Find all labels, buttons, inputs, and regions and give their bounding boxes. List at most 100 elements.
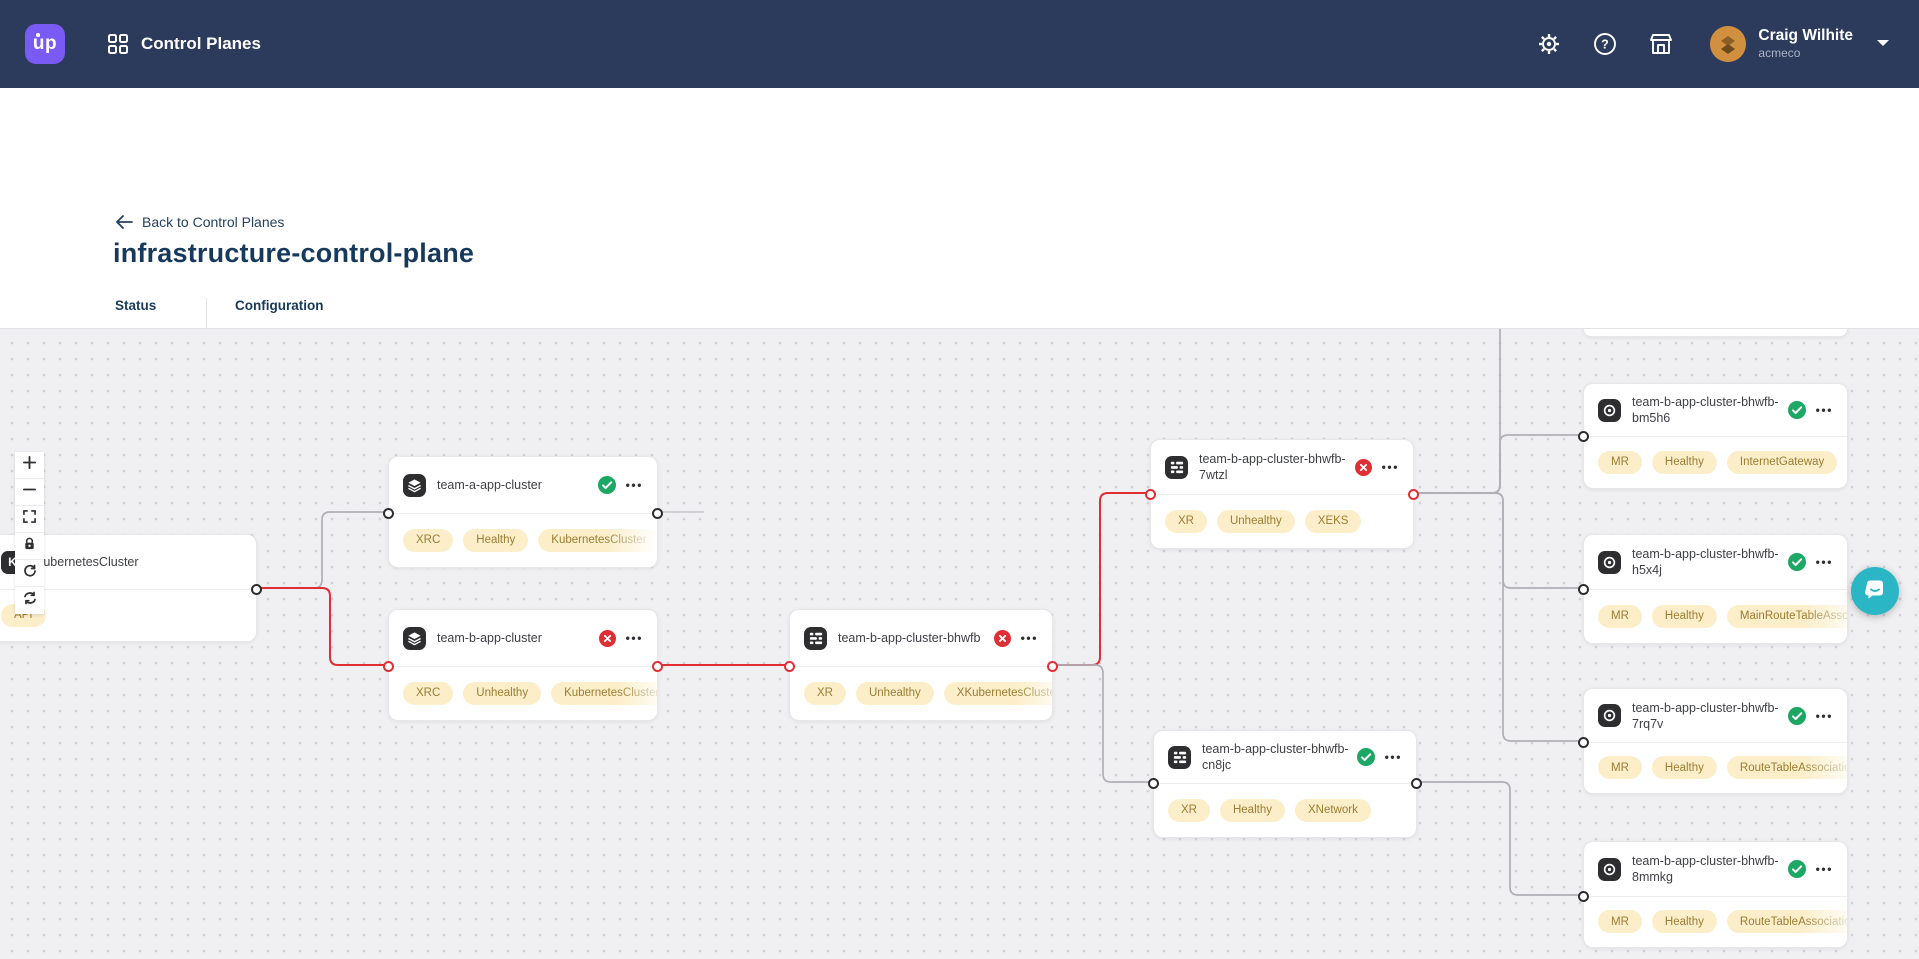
node-menu-button[interactable]: ••• xyxy=(1815,555,1833,569)
chat-bubble-icon xyxy=(1865,580,1883,599)
zoom-out-button[interactable] xyxy=(15,479,44,506)
zoom-in-button[interactable] xyxy=(15,452,44,479)
node-title: team-b-app-cluster-bhwfb-h5x4j xyxy=(1632,547,1779,577)
node-team-b-app-cluster-bhwfb[interactable]: team-b-app-cluster-bhwfb ••• XR Unhealthy XK… xyxy=(784,609,1058,721)
node-handle-right[interactable] xyxy=(1411,777,1422,789)
node-menu-button[interactable]: ••• xyxy=(1815,708,1833,723)
node-handle-left[interactable] xyxy=(784,660,795,672)
badge: MR xyxy=(1598,450,1642,474)
node-partially-visible[interactable] xyxy=(1583,329,1848,337)
health-error-icon xyxy=(598,629,616,647)
node-handle-left[interactable] xyxy=(1578,430,1589,442)
lock-icon xyxy=(23,537,36,555)
marketplace-icon[interactable] xyxy=(1648,31,1674,57)
badge: RouteTableAssociatio xyxy=(1726,756,1847,779)
back-link-label: Back to Control Planes xyxy=(142,214,285,230)
composite-resource-icon xyxy=(1165,455,1188,479)
badge: XNetwork xyxy=(1294,798,1371,822)
fit-view-icon xyxy=(23,510,36,528)
node-handle-right[interactable] xyxy=(251,583,262,595)
edge-7wtzl-to-h5x4j xyxy=(1414,492,1583,589)
composite-resource-icon xyxy=(1168,745,1191,769)
back-link[interactable]: Back to Control Planes xyxy=(115,214,284,230)
badge: RouteTableAssociatio xyxy=(1726,910,1847,933)
node-handle-left[interactable] xyxy=(1578,890,1589,902)
node-menu-button[interactable]: ••• xyxy=(1815,862,1833,876)
health-check-icon xyxy=(1787,401,1806,419)
node-menu-button[interactable]: ••• xyxy=(1815,403,1833,417)
user-menu[interactable]: Craig Wilhite acmeco xyxy=(1758,27,1853,61)
badge: Healthy xyxy=(1219,798,1285,822)
node-handle-left[interactable] xyxy=(1578,736,1589,748)
node-handle-left[interactable] xyxy=(383,660,394,672)
node-handle-right[interactable] xyxy=(1047,660,1058,672)
badge: XKubernetesCluster xyxy=(943,681,1052,705)
node-handle-right[interactable] xyxy=(1408,488,1419,500)
badge-row: XR Unhealthy XKubernetesCluster xyxy=(790,666,1052,720)
node-handle-left[interactable] xyxy=(1578,583,1589,595)
badge-row: MR Healthy MainRouteTableAssoc xyxy=(1584,589,1847,643)
node-title: team-b-app-cluster-bhwfb-7rq7v xyxy=(1632,700,1779,731)
app-switcher-grid-icon[interactable] xyxy=(107,33,129,55)
node-handle-left[interactable] xyxy=(383,507,394,519)
node-menu-button[interactable]: ••• xyxy=(1381,460,1399,474)
fit-view-button[interactable] xyxy=(15,506,44,533)
badge: MR xyxy=(1598,604,1642,628)
chat-launcher-button[interactable] xyxy=(1851,567,1899,615)
plus-icon xyxy=(23,456,36,474)
logo-dot xyxy=(36,33,40,37)
upbound-logo[interactable]: up xyxy=(25,24,65,64)
composite-resource-icon xyxy=(804,626,827,650)
badge: Healthy xyxy=(1651,604,1717,628)
badge: XR xyxy=(804,681,846,705)
node-menu-button[interactable]: ••• xyxy=(625,631,643,645)
badge: MainRouteTableAssoc xyxy=(1726,604,1847,628)
node-handle-right[interactable] xyxy=(652,660,663,672)
node-handle-left[interactable] xyxy=(1145,488,1156,500)
node-title: team-b-app-cluster-bhwfb xyxy=(838,631,981,645)
edge-bhwfb-to-7wtzl xyxy=(1053,492,1150,666)
node-menu-button[interactable]: ••• xyxy=(625,478,643,492)
badge: MR xyxy=(1598,910,1642,933)
user-avatar[interactable] xyxy=(1710,26,1747,62)
badge: Healthy xyxy=(1651,756,1717,779)
node-handle-left[interactable] xyxy=(1148,777,1159,789)
minus-icon xyxy=(23,483,36,501)
badge: XRC xyxy=(403,528,454,552)
badge: Unhealthy xyxy=(855,681,934,705)
badge: Healthy xyxy=(463,528,529,552)
help-icon[interactable]: ? xyxy=(1592,31,1618,57)
user-name: Craig Wilhite xyxy=(1758,27,1853,45)
node-handle-right[interactable] xyxy=(652,507,663,519)
chevron-down-icon[interactable] xyxy=(1875,35,1891,53)
settings-gear-icon[interactable] xyxy=(1536,31,1562,57)
node-title: team-b-app-cluster-bhwfb-bm5h6 xyxy=(1632,395,1779,425)
configuration-label: Configuration xyxy=(235,298,324,313)
edge-cn8jc-to-8mmkg xyxy=(1417,781,1583,896)
node-menu-button[interactable]: ••• xyxy=(1020,631,1038,645)
health-check-icon xyxy=(1356,748,1375,766)
edge-7wtzl-to-7rq7v xyxy=(1414,492,1583,742)
relayout-button[interactable] xyxy=(15,587,44,614)
badge: XRC xyxy=(403,681,454,705)
node-team-b-app-cluster-bhwfb-h5x4j[interactable]: team-b-app-cluster-bhwfb-h5x4j ••• MR Healt… xyxy=(1578,534,1848,644)
badge: Healthy xyxy=(1651,450,1717,474)
lock-button[interactable] xyxy=(15,533,44,560)
badge: Unhealthy xyxy=(1216,509,1295,533)
arrow-left-icon xyxy=(116,215,133,229)
sync-icon xyxy=(23,591,37,610)
reset-rotation-button[interactable] xyxy=(15,560,44,587)
node-team-b-app-cluster-bhwfb-bm5h6[interactable]: team-b-app-cluster-bhwfb-bm5h6 ••• MR Healt… xyxy=(1578,383,1848,489)
node-menu-button[interactable]: ••• xyxy=(1384,750,1402,764)
